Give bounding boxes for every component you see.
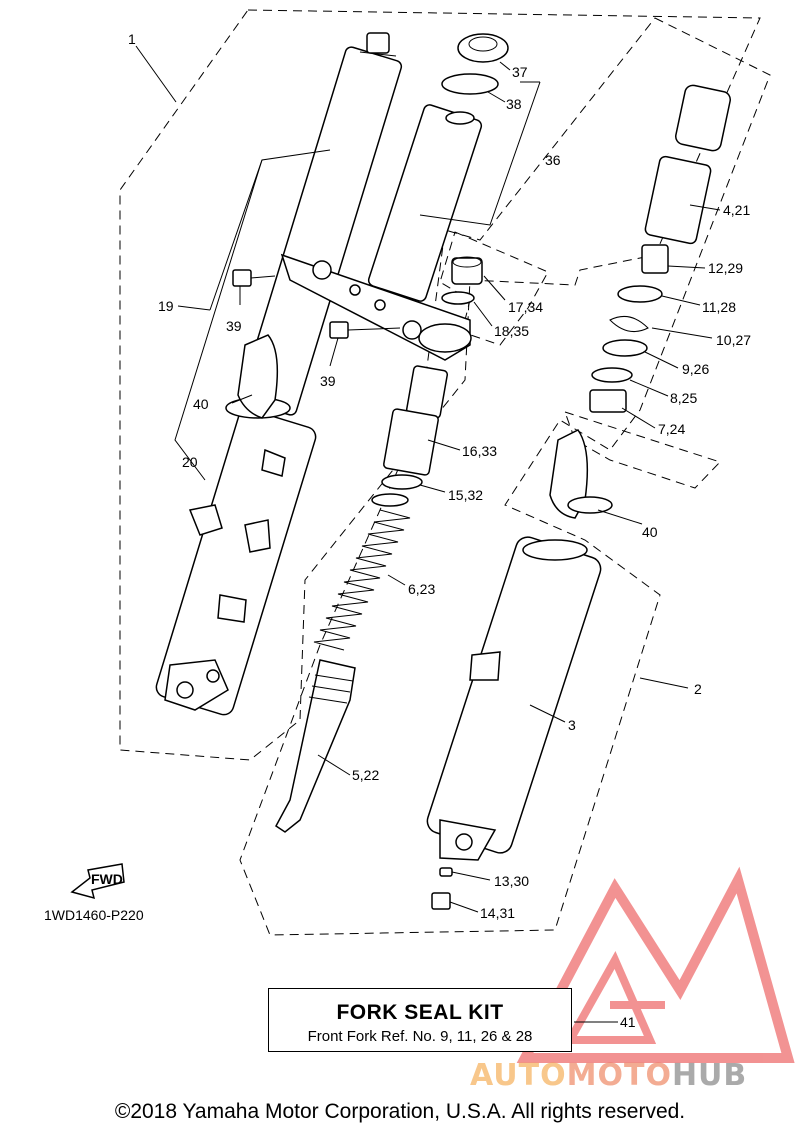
- o-ring-18-35: [441, 291, 475, 305]
- callout-18-35: 18,35: [494, 323, 529, 339]
- right-outer-tube: [426, 536, 602, 910]
- callout-39-lower: 39: [320, 373, 336, 389]
- watermark-part-1: AUTO: [470, 1058, 567, 1093]
- watermark-part-3: HUB: [671, 1058, 748, 1093]
- callout-7-24: 7,24: [658, 421, 685, 437]
- callout-17-34: 17,34: [508, 299, 543, 315]
- watermark-text: AUTOMOTOHUB: [470, 1058, 747, 1093]
- drawing-code: 1WD1460-P220: [44, 907, 144, 923]
- part-38: [441, 73, 499, 95]
- callout-8-25: 8,25: [670, 390, 697, 406]
- fork-seal-kit-box: FORK SEAL KIT Front Fork Ref. No. 9, 11,…: [268, 988, 572, 1052]
- cap-bolt-17-34: [451, 256, 483, 285]
- callout-5-22: 5,22: [352, 767, 379, 783]
- callout-12-29: 12,29: [708, 260, 743, 276]
- callout-6-23: 6,23: [408, 581, 435, 597]
- callout-40-left: 40: [193, 396, 209, 412]
- copyright-footer: ©2018 Yamaha Motor Corporation, U.S.A. A…: [114, 1100, 686, 1123]
- fwd-arrow-icon: FWD: [70, 863, 125, 900]
- kit-title: FORK SEAL KIT: [336, 1001, 504, 1024]
- assembly-damper-outline: [564, 411, 721, 489]
- bolt-39-lower: [329, 321, 401, 339]
- damper-column-parts: [275, 365, 449, 833]
- spring-6-23: [313, 509, 411, 651]
- callout-39-upper: 39: [226, 318, 242, 334]
- callout-1: 1: [128, 31, 136, 47]
- left-fork-protector: [237, 334, 279, 419]
- callout-10-27: 10,27: [716, 332, 751, 348]
- callout-2: 2: [694, 681, 702, 697]
- steering-stem: [367, 33, 509, 302]
- callout-16-33: 16,33: [462, 443, 497, 459]
- part-37: [457, 33, 509, 63]
- callout-38: 38: [506, 96, 522, 112]
- callout-41: 41: [620, 1014, 636, 1030]
- watermark-logo: [516, 866, 795, 1063]
- callout-3: 3: [568, 717, 576, 733]
- callout-20: 20: [182, 454, 198, 470]
- lower-bracket: [280, 253, 472, 361]
- callout-4-21: 4,21: [723, 202, 750, 218]
- callout-13-30: 13,30: [494, 873, 529, 889]
- right-column-parts: [549, 84, 731, 519]
- kit-subtitle: Front Fork Ref. No. 9, 11, 26 & 28: [307, 1028, 533, 1045]
- watermark-part-2: MOTO: [566, 1058, 672, 1093]
- callout-14-31: 14,31: [480, 905, 515, 921]
- callout-40-right: 40: [642, 524, 658, 540]
- callout-36: 36: [545, 152, 561, 168]
- callout-11-28: 11,28: [702, 299, 736, 315]
- callout-labels: 1 37 38 36 4,21 12,29 17,34 11,28 19 39 …: [44, 31, 751, 1030]
- fwd-label: FWD: [91, 871, 123, 887]
- callout-37: 37: [512, 64, 528, 80]
- callout-15-32: 15,32: [448, 487, 483, 503]
- left-fork-assembly: [155, 32, 403, 716]
- assembly-inner-outline: [439, 231, 549, 346]
- leader-lines: [135, 45, 721, 1023]
- damper-rod-5-22: [275, 659, 356, 833]
- bolt-39-upper: [232, 269, 276, 287]
- callout-19: 19: [158, 298, 174, 314]
- callout-9-26: 9,26: [682, 361, 709, 377]
